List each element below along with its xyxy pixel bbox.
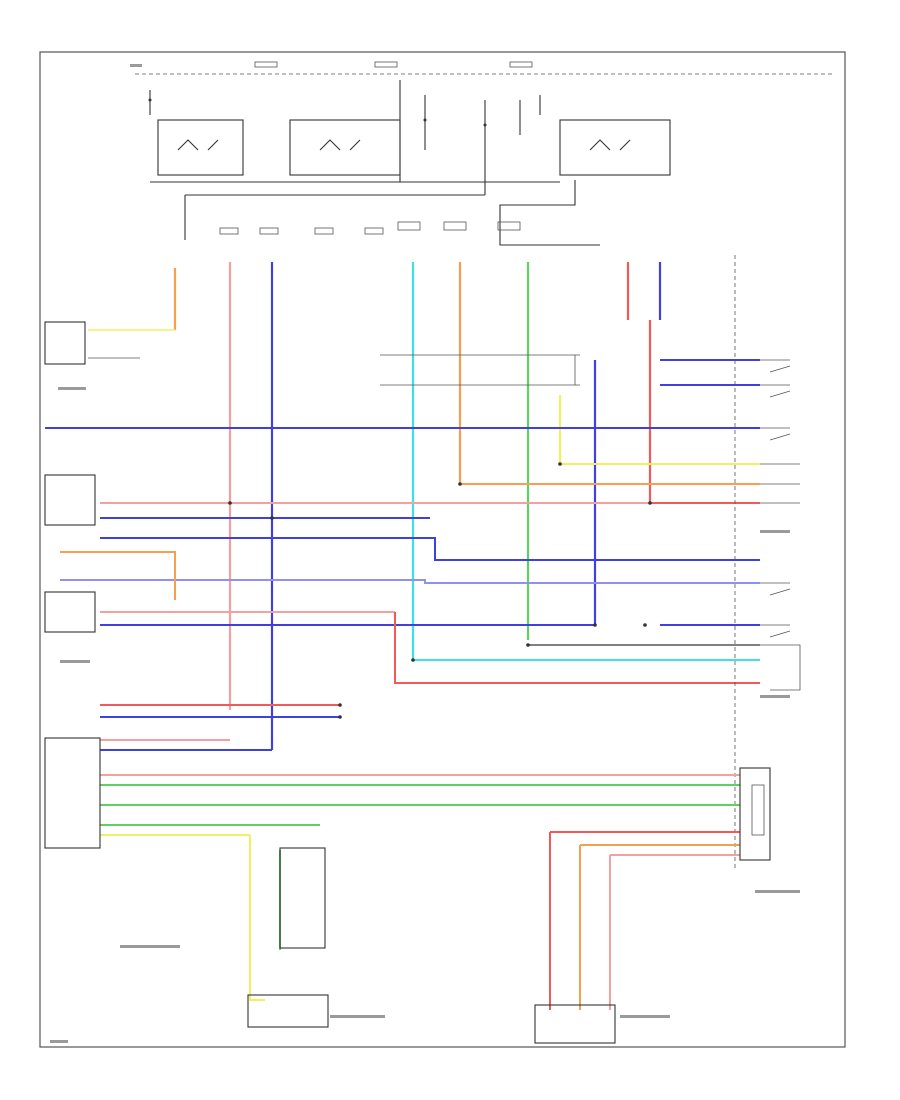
diagram-frame xyxy=(39,51,846,1048)
wire-blue-h6 xyxy=(60,579,760,584)
connector-right-bottom xyxy=(739,767,771,861)
connectors-top-row xyxy=(219,221,521,235)
wire-orange-h2 xyxy=(60,551,176,600)
wire-blue-h5 xyxy=(100,537,760,561)
wire-red-h2 xyxy=(394,612,760,684)
connector-left-3 xyxy=(44,591,96,633)
small-label-markers xyxy=(50,64,800,1043)
top-rail-labels xyxy=(254,61,533,68)
bottom-right-component xyxy=(534,1004,616,1044)
bottom-left-component xyxy=(247,994,329,1028)
bottom-mid-component xyxy=(279,847,326,949)
bottom-wires xyxy=(100,704,740,1010)
connector-left-2 xyxy=(44,474,96,526)
vertical-wires xyxy=(173,262,662,750)
right-switches xyxy=(760,359,801,691)
relay-3 xyxy=(559,119,671,176)
horizontal-wires xyxy=(45,359,760,684)
relay-2 xyxy=(289,119,401,176)
relay-feed-lines xyxy=(150,80,600,246)
connector-left-bottom xyxy=(44,737,101,849)
connector-mid-block xyxy=(380,354,580,386)
connector-left-1 xyxy=(44,321,86,365)
wire-pink-b3 xyxy=(609,854,740,1010)
wire-orange-b1 xyxy=(579,844,740,1010)
fuse-group xyxy=(148,90,541,150)
relay-1 xyxy=(157,119,244,176)
wire-yellow-b2 xyxy=(249,835,265,1001)
junction-dots xyxy=(228,462,652,719)
connector-right-inner xyxy=(751,784,765,836)
